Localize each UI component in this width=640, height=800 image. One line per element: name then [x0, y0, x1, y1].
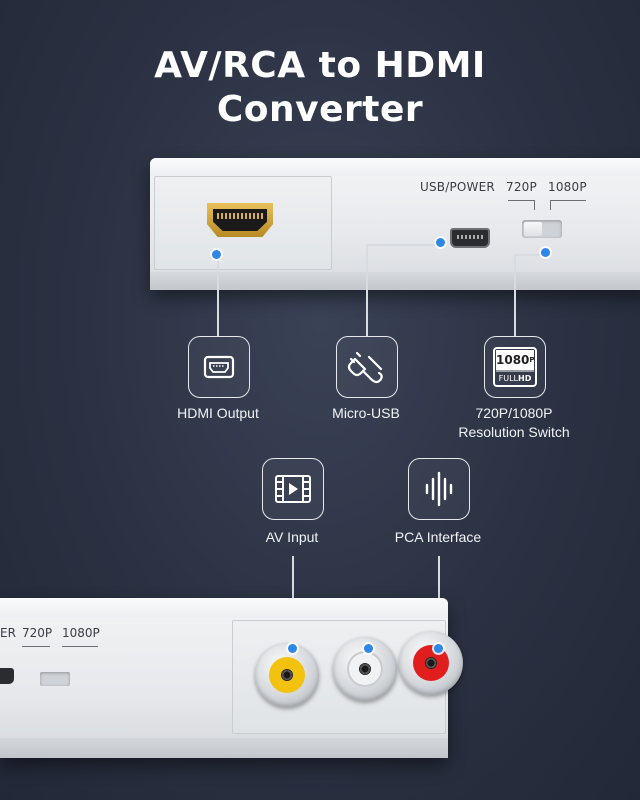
device-bottom-face — [150, 272, 640, 290]
caption-pca-interface: PCA Interface — [394, 529, 482, 545]
converter-device-top-view: USB/POWER 720P 1080P — [150, 158, 640, 290]
resolution-switch-bottom — [40, 672, 70, 686]
badge-fullhd-text: FULLHD — [496, 373, 534, 384]
label-720p-bottom: 720P — [22, 626, 53, 640]
leader-usb-h — [366, 244, 438, 246]
marker-dot-av — [288, 644, 297, 653]
rca-hole-red — [425, 657, 437, 669]
marker-dot-audio-left — [364, 644, 373, 653]
usb-power-label: USB/POWER — [420, 180, 495, 194]
tick-720p-bottom — [22, 646, 50, 647]
micro-usb-port-bottom — [0, 668, 14, 684]
badge-1080: 1080 — [496, 353, 530, 367]
tick-1080p-down — [550, 200, 551, 210]
device-top-face — [150, 158, 640, 176]
label-720p: 720P — [506, 180, 537, 194]
hdmi-port-pins — [217, 213, 263, 219]
micro-usb-port-inner — [457, 235, 483, 239]
micro-usb-port — [450, 228, 490, 248]
tick-720p — [508, 200, 534, 201]
tick-1080p — [550, 200, 586, 201]
rca-hole-white — [359, 663, 371, 675]
power-plug-icon — [336, 336, 398, 398]
hdmi-port-panel — [154, 176, 332, 270]
device-top-face-bottom — [0, 598, 448, 618]
caption-micro-usb: Micro-USB — [332, 405, 400, 421]
resolution-switch — [522, 220, 562, 238]
marker-dot-switch — [541, 248, 550, 257]
1080p-full-hd-icon: 1080P FULLHD — [484, 336, 546, 398]
label-1080p-bottom: 1080P — [62, 626, 100, 640]
marker-dot-audio-right — [434, 644, 443, 653]
caption-av-input: AV Input — [265, 529, 319, 545]
caption-resolution-switch-line-1: 720P/1080P — [475, 405, 553, 421]
rca-hole-yellow — [281, 669, 293, 681]
badge-hd: HD — [518, 374, 532, 383]
audio-wave-icon — [408, 458, 470, 520]
rca-jack-yellow — [255, 643, 319, 707]
page-title-line-2: Converter — [216, 89, 424, 130]
badge-full: FULL — [498, 374, 519, 383]
badge-p: P — [529, 356, 535, 364]
film-play-icon — [262, 458, 324, 520]
device-bottom-face-bottom — [0, 738, 448, 758]
leader-usb-v — [366, 244, 368, 336]
badge-1080-text: 1080P — [496, 352, 535, 368]
leader-switch-h — [514, 254, 544, 256]
marker-dot-hdmi — [212, 250, 221, 259]
label-1080p: 1080P — [548, 180, 587, 194]
tick-720p-down — [534, 200, 535, 210]
caption-resolution-switch-line-2: Resolution Switch — [458, 424, 570, 440]
leader-hdmi — [217, 256, 219, 336]
page-title-line-1: AV/RCA to HDMI — [154, 45, 486, 86]
converter-device-bottom-view: ER 720P 1080P — [0, 598, 463, 758]
tick-1080p-bottom — [62, 646, 98, 647]
caption-hdmi-output: HDMI Output — [177, 405, 259, 421]
hdmi-port — [207, 203, 273, 237]
rca-port-panel — [232, 620, 463, 734]
rca-jack-red — [399, 631, 463, 695]
usb-power-label-partial: ER — [0, 626, 16, 640]
hdmi-port-icon — [188, 336, 250, 398]
marker-dot-usb — [436, 238, 445, 247]
leader-switch-v — [514, 254, 516, 336]
resolution-switch-knob — [524, 222, 542, 236]
